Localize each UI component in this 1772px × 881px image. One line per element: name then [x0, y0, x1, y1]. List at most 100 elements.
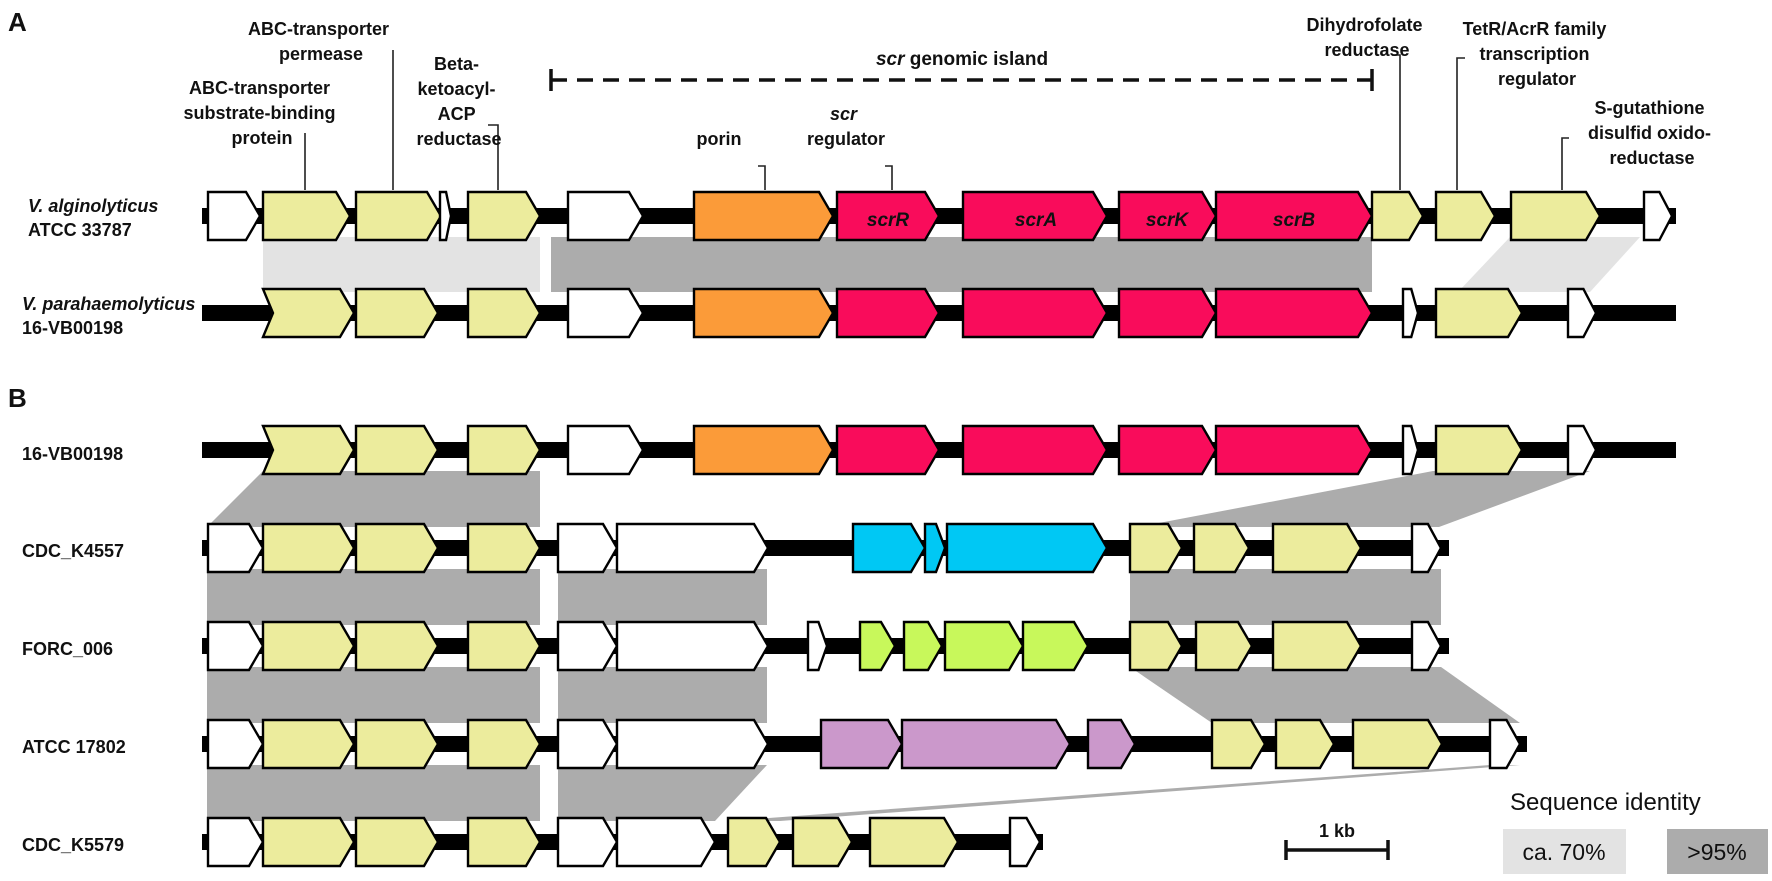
gene-arrow-r5-4	[556, 718, 619, 770]
identity-band-5	[207, 569, 540, 625]
gene-arrow-r3-1	[261, 522, 356, 574]
gene-arrow-r6-2	[354, 816, 440, 868]
gene-arrow-r1-1	[354, 287, 440, 339]
gene-arrow-r2-4	[692, 424, 835, 476]
gene-arrow-r6-5	[615, 816, 717, 868]
gene-arrow-r3-4	[556, 522, 619, 574]
gene-label-scrB: scrB	[1273, 210, 1316, 231]
strain-b-forc006: FORC_006	[22, 639, 113, 659]
identity-band-11	[207, 765, 540, 821]
gene-arrow-r4-0	[206, 620, 265, 672]
gene-arrow-r1-10	[1434, 287, 1524, 339]
gene-arrow-r1-3	[566, 287, 645, 339]
gene-arrow-r6-0	[206, 816, 265, 868]
annotation-tetr: TetR/AcrR family transcription regulator	[1463, 19, 1612, 89]
gene-arrow-r5-6	[819, 718, 904, 770]
gene-arrow-r4-9	[943, 620, 1025, 672]
panel-label-b: B	[8, 383, 27, 413]
annotation-abc-permease: ABC-transporter permease	[248, 19, 394, 64]
gene-arrow-r5-8	[1086, 718, 1137, 770]
gene-arrow-r3-0	[206, 522, 265, 574]
gene-arrow-r2-11	[1566, 424, 1598, 476]
leader-line-4	[885, 165, 893, 190]
gene-arrow-r1-9	[1401, 287, 1420, 339]
identity-band-13	[728, 765, 1520, 821]
gene-arrow-r0-9	[1117, 190, 1218, 242]
gene-arrow-r3-3	[466, 522, 542, 574]
gene-arrow-r0-2	[354, 190, 443, 242]
gene-arrow-r6-7	[791, 816, 854, 868]
gene-arrows	[206, 190, 1674, 868]
identity-band-7	[1130, 569, 1441, 625]
identity-band-8	[207, 667, 540, 723]
gene-arrow-r0-13	[1509, 190, 1602, 242]
gene-arrow-r3-5	[615, 522, 770, 574]
strain-vparahaemolyticus-species: V. parahaemolyticus	[22, 294, 195, 314]
legend-swatch-high	[1667, 829, 1768, 874]
gene-arrow-r0-12	[1434, 190, 1497, 242]
annotation-abc-substrate-binding: ABC-transporter substrate-binding protei…	[183, 78, 340, 148]
gene-arrow-r2-5	[835, 424, 941, 476]
gene-arrow-r2-6	[961, 424, 1109, 476]
identity-shading	[207, 237, 1640, 821]
gene-arrow-r6-3	[466, 816, 542, 868]
gene-arrow-r4-6	[806, 620, 829, 672]
gene-arrow-r1-8	[1214, 287, 1374, 339]
gene-arrow-r2-0	[261, 424, 356, 476]
scale-bar: 1 kb	[1284, 821, 1390, 860]
scr-island-label: scr genomic island	[876, 49, 1048, 70]
gene-arrow-r0-8	[961, 190, 1109, 242]
legend-label-low: ca. 70%	[1522, 839, 1605, 865]
gene-arrow-r3-6	[851, 522, 927, 574]
identity-band-3	[207, 471, 540, 527]
identity-band-0	[263, 237, 540, 292]
gene-arrow-r2-9	[1401, 424, 1420, 476]
gene-arrow-r5-10	[1274, 718, 1336, 770]
annotation-s-gutathione: S-gutathione disulfid oxido- reductase	[1588, 98, 1716, 168]
identity-band-9	[558, 667, 767, 723]
gene-arrow-r0-7	[835, 190, 941, 242]
gene-arrow-r4-3	[466, 620, 542, 672]
gene-arrow-r5-1	[261, 718, 356, 770]
strain-valginolyticus-species: V. alginolyticus	[28, 196, 158, 216]
gene-arrow-r5-7	[900, 718, 1072, 770]
gene-arrow-r3-12	[1410, 522, 1443, 574]
gene-arrow-r5-0	[206, 718, 265, 770]
strain-valginolyticus-id: ATCC 33787	[28, 220, 132, 240]
gene-arrow-r1-5	[835, 287, 941, 339]
gene-arrow-r1-11	[1566, 287, 1598, 339]
gene-arrow-r6-9	[1008, 816, 1042, 868]
gene-arrow-r4-7	[858, 620, 897, 672]
gene-arrow-r0-14	[1642, 190, 1674, 242]
gene-arrow-r5-9	[1210, 718, 1267, 770]
gene-arrow-r4-13	[1271, 620, 1363, 672]
annotation-porin: porin	[697, 129, 742, 149]
strain-b-16vb00198: 16-VB00198	[22, 444, 123, 464]
strain-b-cdc-k5579: CDC_K5579	[22, 835, 124, 855]
gene-label-scrK: scrK	[1146, 210, 1190, 231]
strain-b-atcc17802: ATCC 17802	[22, 737, 126, 757]
gene-arrow-r2-1	[354, 424, 440, 476]
gene-arrow-r1-6	[961, 287, 1109, 339]
gene-arrow-r4-14	[1410, 620, 1443, 672]
annotation-leader-lines	[304, 50, 1569, 190]
gene-arrow-r3-8	[945, 522, 1109, 574]
gene-arrow-r0-4	[466, 190, 542, 242]
gene-arrow-r5-2	[354, 718, 440, 770]
gene-arrow-r2-3	[566, 424, 645, 476]
gene-arrow-r0-6	[692, 190, 835, 242]
gene-arrow-r2-8	[1214, 424, 1374, 476]
gene-arrow-r0-1	[261, 190, 352, 242]
strain-b-cdc-k4557: CDC_K4557	[22, 541, 124, 561]
gene-arrow-r6-1	[261, 816, 356, 868]
gene-arrow-r4-12	[1194, 620, 1254, 672]
gene-arrow-r1-4	[692, 287, 835, 339]
gene-arrow-r3-11	[1271, 522, 1363, 574]
identity-band-1	[551, 237, 1372, 292]
gene-arrow-r4-1	[261, 620, 356, 672]
gene-arrow-r4-5	[615, 620, 770, 672]
gene-arrow-r4-2	[354, 620, 440, 672]
gene-arrow-r4-10	[1021, 620, 1090, 672]
identity-band-6	[558, 569, 767, 625]
annotation-beta-ketoacyl: Beta- ketoacyl- ACP reductase	[416, 54, 501, 149]
